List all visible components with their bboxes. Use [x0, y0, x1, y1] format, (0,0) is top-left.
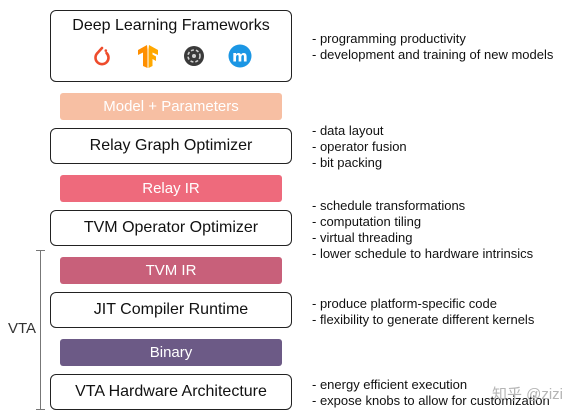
jit-runtime-title: JIT Compiler Runtime — [93, 301, 249, 318]
tvm-ir-band: TVM IR — [60, 257, 282, 284]
vta-hardware-title: VTA Hardware Architecture — [75, 383, 267, 400]
vta-bracket-bottom-tick — [36, 409, 45, 410]
relay-ir-band: Relay IR — [60, 175, 282, 202]
tvm-optimizer-note: - virtual threading — [312, 230, 413, 245]
vta-hardware-notes: - energy efficient execution - expose kn… — [312, 377, 550, 409]
tvm-optimizer-note: - computation tiling — [312, 214, 422, 229]
vta-hardware-box: VTA Hardware Architecture — [50, 374, 292, 410]
vta-bracket-line — [40, 250, 41, 410]
relay-optimizer-note: - operator fusion — [312, 139, 407, 154]
vta-hardware-note: - expose knobs to allow for customizatio… — [312, 393, 550, 408]
frameworks-title: Deep Learning Frameworks — [72, 17, 270, 34]
tvm-optimizer-note: - lower schedule to hardware intrinsics — [312, 246, 534, 261]
frameworks-box: Deep Learning Frameworks — [50, 10, 292, 82]
watermark: 知乎 @zizi — [491, 386, 563, 403]
vta-hardware-note: - energy efficient execution — [312, 377, 468, 392]
relay-optimizer-note: - bit packing — [312, 155, 383, 170]
relay-optimizer-note: - data layout — [312, 123, 384, 138]
frameworks-note: - programming productivity — [312, 31, 466, 46]
frameworks-note: - development and training of new models — [312, 47, 554, 62]
svg-text:m: m — [232, 48, 248, 66]
framework-logos: m — [90, 44, 252, 68]
relay-optimizer-box: Relay Graph Optimizer — [50, 128, 292, 164]
binary-label: Binary — [149, 344, 193, 361]
tvm-optimizer-note: - schedule transformations — [312, 198, 466, 213]
jit-runtime-notes: - produce platform-specific code - flexi… — [312, 296, 534, 328]
tvm-optimizer-notes: - schedule transformations - computation… — [312, 198, 533, 262]
pytorch-icon — [90, 44, 114, 68]
relay-optimizer-notes: - data layout - operator fusion - bit pa… — [312, 123, 407, 171]
frameworks-notes: - programming productivity - development… — [312, 31, 553, 63]
jit-runtime-box: JIT Compiler Runtime — [50, 292, 292, 328]
vta-label: VTA — [8, 318, 37, 339]
tvm-ir-label: TVM IR — [145, 262, 197, 279]
vta-bracket-top-tick — [36, 250, 45, 251]
relay-optimizer-title: Relay Graph Optimizer — [89, 137, 253, 154]
binary-band: Binary — [60, 339, 282, 366]
jit-runtime-note: - produce platform-specific code — [312, 296, 497, 311]
model-parameters-label: Model + Parameters — [103, 98, 239, 115]
relay-ir-label: Relay IR — [142, 180, 200, 197]
onnx-icon — [182, 44, 206, 68]
tensorflow-icon — [136, 44, 160, 68]
jit-runtime-note: - flexibility to generate different kern… — [312, 312, 535, 327]
tvm-optimizer-box: TVM Operator Optimizer — [50, 210, 292, 246]
model-parameters-band: Model + Parameters — [60, 93, 282, 120]
tvm-optimizer-title: TVM Operator Optimizer — [83, 219, 259, 236]
mxnet-icon: m — [228, 44, 252, 68]
